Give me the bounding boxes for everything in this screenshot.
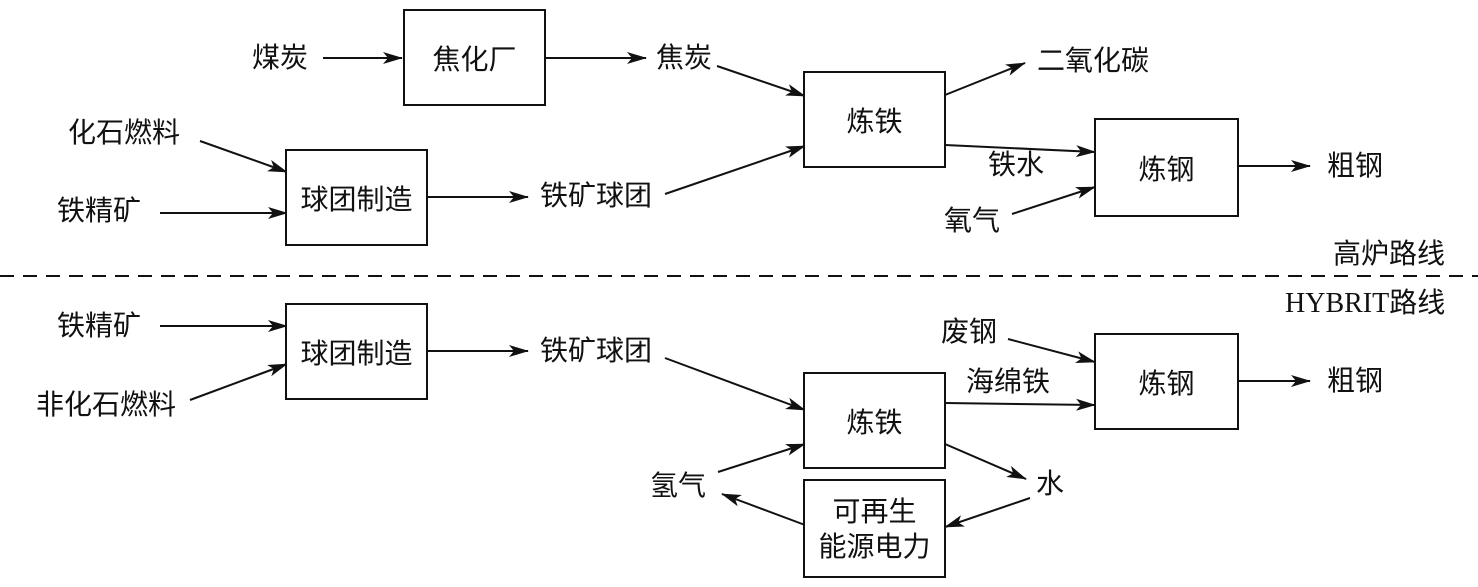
output-crude-steel: 粗钢 bbox=[1327, 149, 1384, 182]
box-pelletizing: 球团制造 bbox=[285, 149, 428, 246]
arrow-ironmaking-to-steelmaking bbox=[944, 144, 1096, 158]
intermediate-water: 水 bbox=[1036, 467, 1065, 500]
box-renewable-power: 可再生 能源电力 bbox=[803, 479, 946, 578]
input-scrap-steel: 废钢 bbox=[941, 315, 998, 348]
intermediate-hydrogen: 氢气 bbox=[650, 469, 707, 502]
route-label-blast-furnace: 高炉路线 bbox=[1333, 237, 1446, 270]
box-coking-plant: 焦化厂 bbox=[403, 9, 546, 106]
input-coal: 煤炭 bbox=[252, 41, 309, 74]
input-fossil-fuel: 化石燃料 bbox=[68, 116, 181, 149]
box-ironmaking-b: 炼铁 bbox=[803, 372, 946, 469]
arrow-coke-to-ironmaking bbox=[716, 65, 806, 97]
arrow-fossil-to-pellet bbox=[199, 140, 288, 173]
arrow-nonfossil-to-pellet-b bbox=[189, 363, 288, 401]
output-crude-steel-b: 粗钢 bbox=[1327, 364, 1384, 397]
input-iron-concentrate-b: 铁精矿 bbox=[57, 309, 142, 342]
arrow-oxygen-to-steelmaking bbox=[1011, 186, 1096, 215]
intermediate-iron-pellets-b: 铁矿球团 bbox=[540, 334, 653, 367]
intermediate-iron-pellets: 铁矿球团 bbox=[540, 179, 653, 212]
arrow-ironmaking-to-co2 bbox=[944, 62, 1026, 96]
arrow-water-to-renewable bbox=[944, 497, 1031, 528]
arrow-ironmaking-to-water bbox=[944, 443, 1027, 480]
box-pelletizing-b: 球团制造 bbox=[285, 303, 428, 400]
renewable-line-1: 可再生 bbox=[832, 494, 917, 528]
input-oxygen: 氧气 bbox=[944, 204, 1001, 237]
arrow-renewable-to-hydrogen bbox=[721, 493, 806, 526]
renewable-line-2: 能源电力 bbox=[818, 529, 931, 563]
box-steelmaking-b: 炼钢 bbox=[1094, 333, 1239, 430]
input-non-fossil-fuel: 非化石燃料 bbox=[36, 388, 177, 421]
route-label-hybrit: HYBRIT路线 bbox=[1285, 288, 1446, 319]
box-steelmaking: 炼钢 bbox=[1094, 118, 1239, 217]
arrow-ironmaking-to-steelmaking-b bbox=[944, 398, 1096, 411]
arrow-hydrogen-to-ironmaking bbox=[717, 443, 806, 473]
output-co2: 二氧化碳 bbox=[1037, 44, 1150, 77]
box-ironmaking: 炼铁 bbox=[803, 71, 946, 168]
arrow-pellets-to-ironmaking bbox=[664, 145, 806, 195]
arrow-scrap-to-steelmaking bbox=[1007, 338, 1096, 363]
arrow-pellets-to-ironmaking-b bbox=[664, 357, 806, 411]
intermediate-coke: 焦炭 bbox=[656, 41, 713, 74]
intermediate-molten-iron: 铁水 bbox=[988, 148, 1045, 181]
intermediate-sponge-iron: 海绵铁 bbox=[966, 365, 1051, 398]
input-iron-concentrate: 铁精矿 bbox=[57, 194, 142, 227]
